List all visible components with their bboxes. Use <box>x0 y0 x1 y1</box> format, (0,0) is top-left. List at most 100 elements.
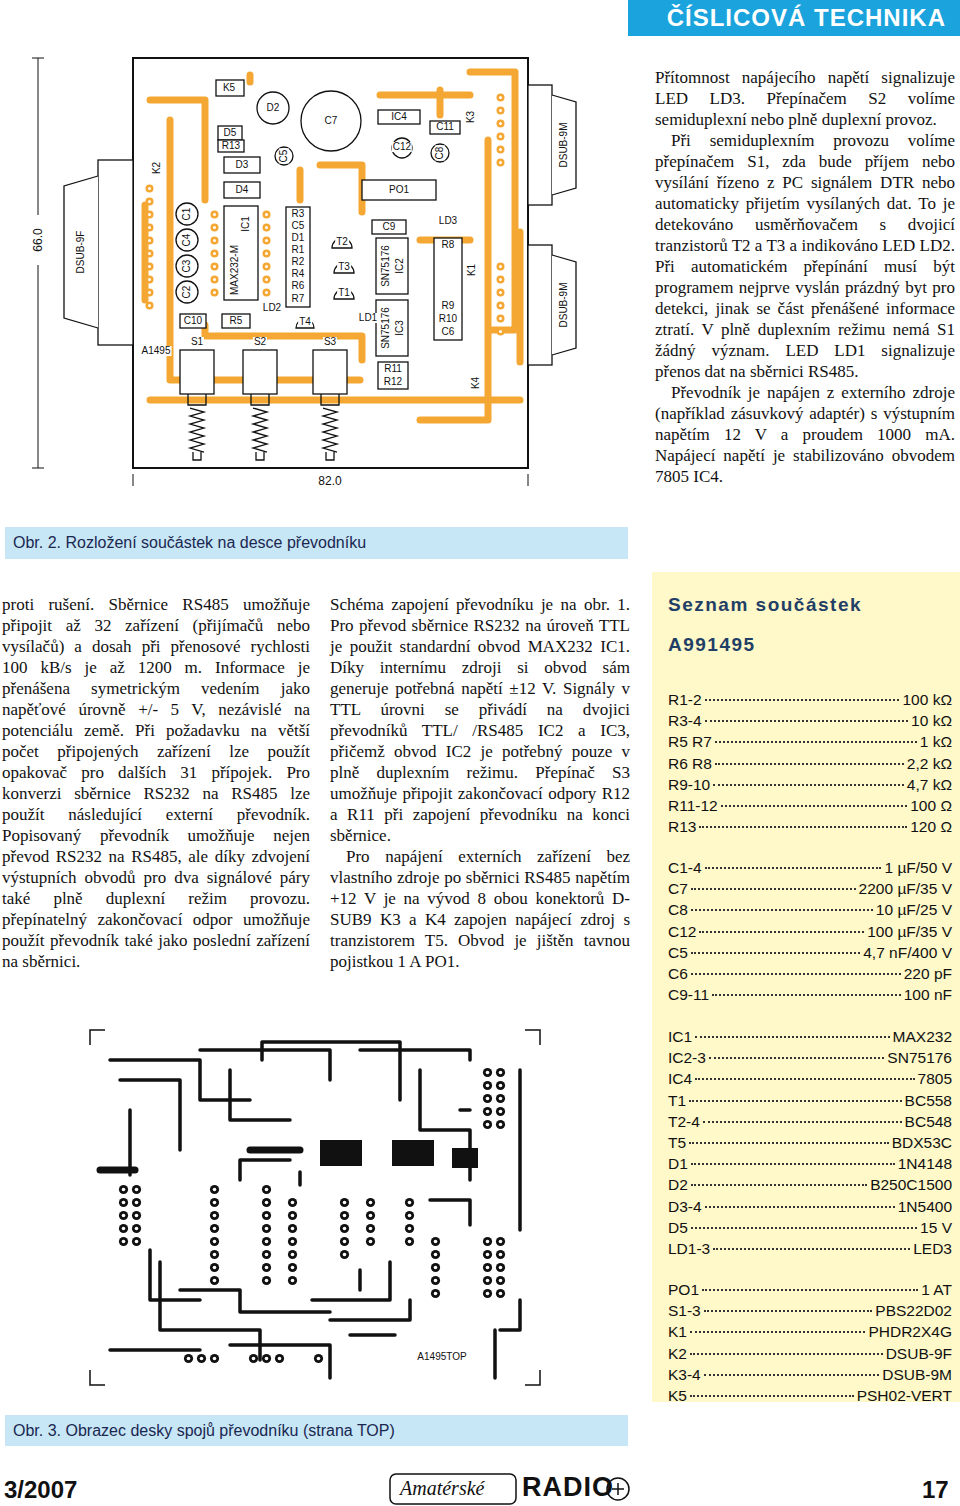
part-label: C2 <box>182 285 192 300</box>
dot-leader <box>705 720 909 722</box>
parts-list-box: Seznam součástekA991495R1-2100 kΩR3-410 … <box>652 572 960 1402</box>
part-designator: D3-4 <box>668 1197 702 1217</box>
part-label: LD3 <box>438 216 458 226</box>
part-row: T5BDX53C <box>668 1133 952 1153</box>
part-row: K2DSUB-9F <box>668 1344 952 1364</box>
part-label: LD2 <box>262 303 282 313</box>
part-label: K3 <box>466 110 476 124</box>
part-value: 100 kΩ <box>902 690 952 710</box>
part-label: D3 <box>235 160 250 170</box>
part-designator: T2-4 <box>668 1112 700 1132</box>
list-title: Seznam součástek <box>668 594 862 616</box>
body-paragraph: Při semiduplexním provozu volíme přepína… <box>655 130 955 382</box>
part-value: PBS22D02 <box>875 1301 952 1321</box>
part-label: SN75176 <box>381 306 391 350</box>
part-label: IC4 <box>390 112 408 122</box>
part-designator: T5 <box>668 1133 686 1153</box>
part-value: DSUB-9F <box>886 1344 952 1364</box>
part-label: K5 <box>222 83 236 93</box>
part-label: R2 <box>291 257 306 267</box>
list-code: A991495 <box>668 634 756 656</box>
dot-leader <box>712 994 901 996</box>
part-label: T1 <box>337 288 351 298</box>
part-designator: C1-4 <box>668 858 702 878</box>
part-designator: C8 <box>668 900 688 920</box>
part-label: C6 <box>441 327 456 337</box>
part-label: D1 <box>291 233 306 243</box>
dot-leader <box>705 867 882 869</box>
part-label: K2 <box>152 161 162 175</box>
part-row: R5 R71 kΩ <box>668 732 952 752</box>
part-value: 220 pF <box>904 964 952 984</box>
crop-marks <box>90 1030 540 1385</box>
part-designator: C6 <box>668 964 688 984</box>
body-paragraph: proti rušení. Sběrnice RS485 umožňuje př… <box>2 594 310 972</box>
part-designator: LD1-3 <box>668 1239 710 1259</box>
part-row: C6 220 pF <box>668 964 952 984</box>
part-label: LD1 <box>358 313 378 323</box>
part-designator: C5 <box>668 943 688 963</box>
part-row: IC1MAX232 <box>668 1027 952 1047</box>
copper-traces <box>145 72 520 420</box>
part-label: R3 <box>291 209 306 219</box>
text-column: Schéma zapojení převodníku je na obr. 1.… <box>330 594 630 972</box>
part-label: C5 <box>279 149 289 164</box>
part-label: C12 <box>392 142 412 152</box>
part-value: MAX232 <box>893 1027 952 1047</box>
part-row: R6 R82,2 kΩ <box>668 754 952 774</box>
part-row: C1-41 µF/50 V <box>668 858 952 878</box>
copper-fills <box>320 1140 478 1168</box>
part-designator: IC2-3 <box>668 1048 706 1068</box>
dot-leader <box>691 973 901 975</box>
dot-leader <box>704 1374 879 1376</box>
part-designator: D2 <box>668 1175 688 1195</box>
part-row: D11N4148 <box>668 1154 952 1174</box>
part-value: BC558 <box>905 1091 952 1111</box>
dot-leader <box>695 1036 889 1038</box>
dot-leader <box>713 784 904 786</box>
part-label: R4 <box>291 269 306 279</box>
part-row: T1 BC558 <box>668 1091 952 1111</box>
dimension-lines <box>32 58 528 486</box>
part-row: IC47805 <box>668 1069 952 1089</box>
dot-leader <box>695 1078 914 1080</box>
dimension-label: 82.0 <box>316 475 343 487</box>
part-value: 100 Ω <box>910 796 952 816</box>
part-value: 10 µF/25 V <box>876 900 952 920</box>
part-row: R1-2100 kΩ <box>668 690 952 710</box>
part-value: 100 µF/35 V <box>867 922 952 942</box>
dot-leader <box>709 1057 884 1059</box>
part-row: C9-11100 nF <box>668 985 952 1005</box>
dot-leader <box>715 741 917 743</box>
part-label: D5 <box>223 128 238 138</box>
part-label: PO1 <box>388 185 410 195</box>
part-label: DSUB-9F <box>76 230 86 275</box>
part-row: PO11 AT <box>668 1280 952 1300</box>
part-value: 10 kΩ <box>911 711 952 731</box>
part-value: 15 V <box>920 1218 952 1238</box>
figure-caption: Obr. 2. Rozložení součástek na desce pře… <box>5 527 628 559</box>
part-row: D2B250C1500 <box>668 1175 952 1195</box>
part-designator: T1 <box>668 1091 686 1111</box>
part-label: C9 <box>382 222 397 232</box>
page-footer-text: 17 <box>922 1476 949 1504</box>
part-value: 1N4148 <box>898 1154 952 1174</box>
part-row: C54,7 nF/400 V <box>668 943 952 963</box>
part-row: K3-4DSUB-9M <box>668 1365 952 1385</box>
caption-text: Obr. 2. Rozložení součástek na desce pře… <box>13 534 366 552</box>
part-designator: C7 <box>668 879 688 899</box>
caption-text: Obr. 3. Obrazec desky spojů převodníku (… <box>13 1422 395 1440</box>
part-value: 120 Ω <box>910 817 952 837</box>
dot-leader <box>715 763 904 765</box>
part-label: T3 <box>337 262 351 272</box>
body-paragraph: Schéma zapojení převodníku je na obr. 1.… <box>330 594 630 846</box>
part-row: D3-41N5400 <box>668 1197 952 1217</box>
part-label: S3 <box>323 337 337 347</box>
figure-caption: Obr. 3. Obrazec desky spojů převodníku (… <box>5 1415 628 1446</box>
part-label: A1495 <box>141 346 172 356</box>
dot-leader <box>691 1227 917 1229</box>
part-label: R9 <box>441 301 456 311</box>
part-label: A1495TOP <box>416 1352 467 1362</box>
part-label: D4 <box>235 185 250 195</box>
